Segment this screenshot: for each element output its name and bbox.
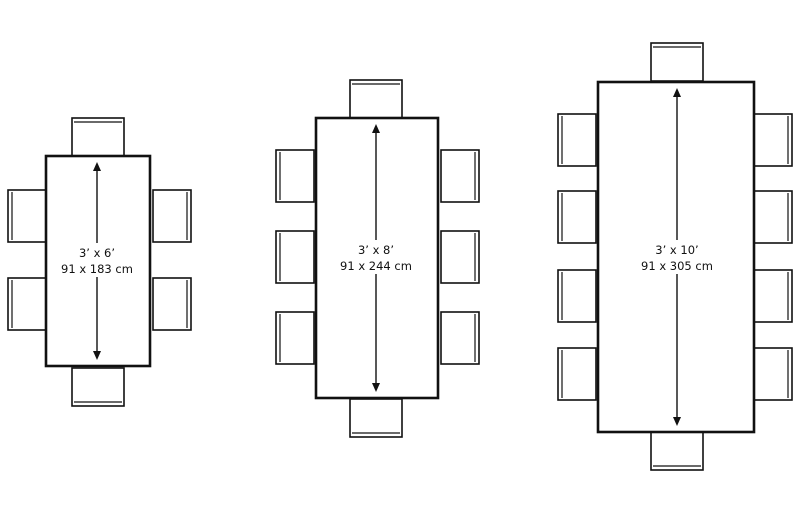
chair-head [349,79,403,119]
size-metric-label: 91 x 183 cm [61,262,133,276]
arrow-head-down [93,351,101,360]
chair-right-1 [440,149,480,203]
label-background [338,240,414,274]
chair-left-3 [557,269,597,323]
chair-head [650,42,704,82]
table-top [596,80,756,434]
chair-left-2 [275,230,315,284]
chair-right-4 [753,347,793,401]
arrow-head-up [372,124,380,133]
table-group-small: 3’ x 6’ 91 x 183 cm [7,117,192,407]
arrow-head-down [372,383,380,392]
chair-foot [650,431,704,471]
chair-right-2 [753,190,793,244]
chair-right-2 [440,230,480,284]
label-background [639,240,715,274]
arrow-head-up [673,88,681,97]
arrow-head-down [673,417,681,426]
size-imperial-label: 3’ x 8’ [358,243,394,257]
chair-right-2 [152,277,192,331]
chair-foot [349,398,403,438]
size-metric-label: 91 x 305 cm [641,259,713,273]
chair-left-1 [7,189,47,243]
table-group-large: 3’ x 10’ 91 x 305 cm [557,42,793,471]
chair-foot [71,367,125,407]
chair-left-2 [7,277,47,331]
chair-head [71,117,125,157]
label-background [62,243,132,277]
chair-left-1 [275,149,315,203]
arrow-head-up [93,162,101,171]
chair-right-3 [440,311,480,365]
size-metric-label: 91 x 244 cm [340,259,412,273]
chair-left-2 [557,190,597,244]
chair-right-3 [753,269,793,323]
chair-right-1 [753,113,793,167]
chair-left-3 [275,311,315,365]
size-imperial-label: 3’ x 6’ [79,246,115,260]
chair-left-1 [557,113,597,167]
size-imperial-label: 3’ x 10’ [655,243,698,257]
chair-right-1 [152,189,192,243]
table-group-medium: 3’ x 8’ 91 x 244 cm [275,79,480,438]
chair-left-4 [557,347,597,401]
